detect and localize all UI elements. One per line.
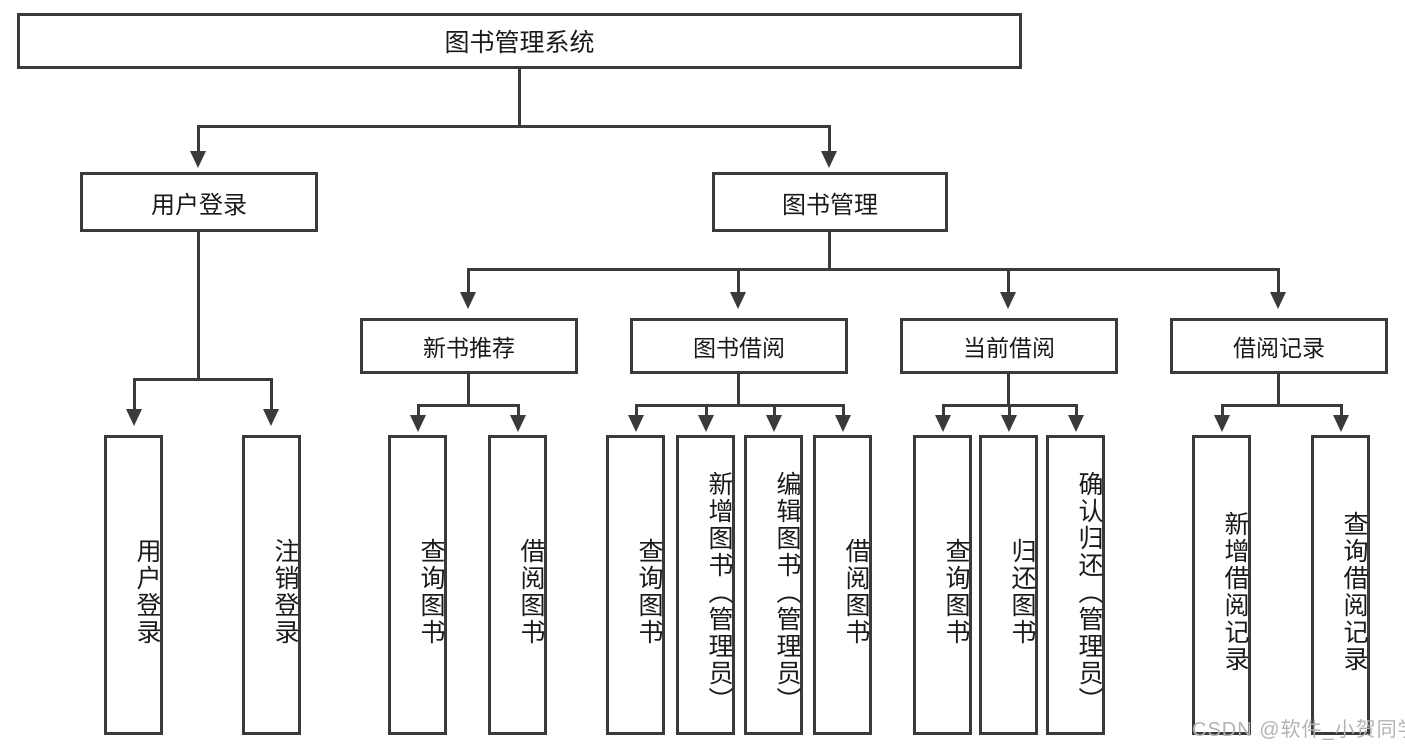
connector-root-to-book-manage <box>828 125 831 153</box>
arrow-icon-book-borrow-leaf-3 <box>766 415 782 432</box>
connector-new-book-r <box>517 404 520 417</box>
node-book-borrow[interactable]: 图书借阅 <box>630 318 848 374</box>
connector-to-current-borrow <box>1007 268 1010 294</box>
node-root-system[interactable]: 图书管理系统 <box>17 13 1022 69</box>
node-label: 查询图书 <box>417 538 445 646</box>
node-label: 借阅记录 <box>1233 335 1325 361</box>
node-label: 图书管理系统 <box>444 29 595 57</box>
connector-user-login-right <box>270 378 273 411</box>
node-book-management[interactable]: 图书管理 <box>712 172 948 232</box>
arrow-icon-new-book-leaf-1 <box>410 415 426 432</box>
connector-borrow-record-bus <box>1221 404 1343 407</box>
leaf-borrow-record-query[interactable]: 查询借阅记录 <box>1311 435 1370 735</box>
connector-book-borrow-4 <box>842 404 845 417</box>
connector-new-book-l <box>417 404 420 417</box>
node-borrow-record[interactable]: 借阅记录 <box>1170 318 1388 374</box>
connector-to-borrow-record <box>1277 268 1280 294</box>
connector-user-login-left <box>133 378 136 411</box>
connector-root-to-user-login <box>197 125 200 153</box>
arrow-icon-book-borrow-leaf-2 <box>698 415 714 432</box>
connector-book-borrow-1 <box>635 404 638 417</box>
connector-book-borrow-bus <box>635 404 845 407</box>
node-label: 图书管理 <box>782 191 878 219</box>
arrow-icon-current-borrow-leaf-3 <box>1068 415 1084 432</box>
arrow-icon-current-borrow-leaf-1 <box>935 415 951 432</box>
connector-to-book-borrow <box>737 268 740 294</box>
node-label: 用户登录 <box>151 191 247 219</box>
node-label: 新增借阅记录 <box>1221 511 1249 673</box>
arrow-icon-root-to-user-login <box>190 151 206 168</box>
connector-current-borrow-1 <box>942 404 945 417</box>
node-label: 借阅图书 <box>842 538 870 646</box>
node-user-login[interactable]: 用户登录 <box>80 172 318 232</box>
node-current-borrow[interactable]: 当前借阅 <box>900 318 1118 374</box>
node-label: 新增图书（管理员） <box>705 470 733 714</box>
connector-book-manage-bus <box>467 268 1279 271</box>
node-label: 注销登录 <box>271 538 299 646</box>
arrow-icon-to-borrow-record <box>1270 292 1286 309</box>
connector-borrow-record-2 <box>1340 404 1343 417</box>
connector-root-bus <box>197 125 831 128</box>
connector-user-login-bus <box>133 378 273 381</box>
connector-new-book-stem <box>467 374 470 406</box>
leaf-user-login-logout[interactable]: 注销登录 <box>242 435 301 735</box>
arrow-icon-to-book-borrow <box>730 292 746 309</box>
node-new-book-recommend[interactable]: 新书推荐 <box>360 318 578 374</box>
leaf-user-login-login[interactable]: 用户登录 <box>104 435 163 735</box>
connector-current-borrow-stem <box>1007 374 1010 406</box>
node-label: 用户登录 <box>133 538 161 646</box>
arrow-icon-new-book-leaf-2 <box>510 415 526 432</box>
connector-to-new-book <box>467 268 470 294</box>
arrow-icon-user-login-leaf-1 <box>126 409 142 426</box>
leaf-book-borrow-borrow[interactable]: 借阅图书 <box>813 435 872 735</box>
connector-borrow-record-stem <box>1277 374 1280 406</box>
connector-current-borrow-2 <box>1008 404 1011 417</box>
arrow-icon-to-new-book <box>460 292 476 309</box>
connector-book-borrow-2 <box>705 404 708 417</box>
node-label: 归还图书 <box>1008 538 1036 646</box>
arrow-icon-borrow-record-leaf-2 <box>1333 415 1349 432</box>
arrow-icon-book-borrow-leaf-1 <box>628 415 644 432</box>
leaf-book-borrow-edit[interactable]: 编辑图书（管理员） <box>744 435 803 735</box>
leaf-book-borrow-add[interactable]: 新增图书（管理员） <box>676 435 735 735</box>
arrow-icon-to-current-borrow <box>1000 292 1016 309</box>
node-label: 新书推荐 <box>423 335 515 361</box>
connector-current-borrow-3 <box>1075 404 1078 417</box>
watermark-text: CSDN @软件_小贺同学 <box>1192 719 1405 741</box>
arrow-icon-borrow-record-leaf-1 <box>1214 415 1230 432</box>
arrow-icon-book-borrow-leaf-4 <box>835 415 851 432</box>
node-label: 确认归还（管理员） <box>1075 470 1103 714</box>
connector-book-manage-stem <box>828 232 831 270</box>
connector-root-stem <box>518 69 521 125</box>
node-label: 编辑图书（管理员） <box>773 470 801 714</box>
leaf-current-borrow-confirm-return[interactable]: 确认归还（管理员） <box>1046 435 1105 735</box>
leaf-new-book-borrow[interactable]: 借阅图书 <box>488 435 547 735</box>
connector-user-login-stem <box>197 232 200 380</box>
node-label: 借阅图书 <box>517 538 545 646</box>
node-label: 查询图书 <box>635 538 663 646</box>
connector-book-borrow-stem <box>737 374 740 406</box>
node-label: 查询图书 <box>942 538 970 646</box>
node-label: 图书借阅 <box>693 335 785 361</box>
connector-book-borrow-3 <box>773 404 776 417</box>
leaf-book-borrow-query[interactable]: 查询图书 <box>606 435 665 735</box>
leaf-current-borrow-query[interactable]: 查询图书 <box>913 435 972 735</box>
leaf-borrow-record-add[interactable]: 新增借阅记录 <box>1192 435 1251 735</box>
arrow-icon-user-login-leaf-2 <box>263 409 279 426</box>
connector-new-book-bus <box>417 404 520 407</box>
leaf-current-borrow-return[interactable]: 归还图书 <box>979 435 1038 735</box>
connector-borrow-record-1 <box>1221 404 1224 417</box>
node-label: 当前借阅 <box>963 335 1055 361</box>
arrow-icon-root-to-book-manage <box>821 151 837 168</box>
leaf-new-book-query[interactable]: 查询图书 <box>388 435 447 735</box>
node-label: 查询借阅记录 <box>1340 511 1368 673</box>
arrow-icon-current-borrow-leaf-2 <box>1001 415 1017 432</box>
